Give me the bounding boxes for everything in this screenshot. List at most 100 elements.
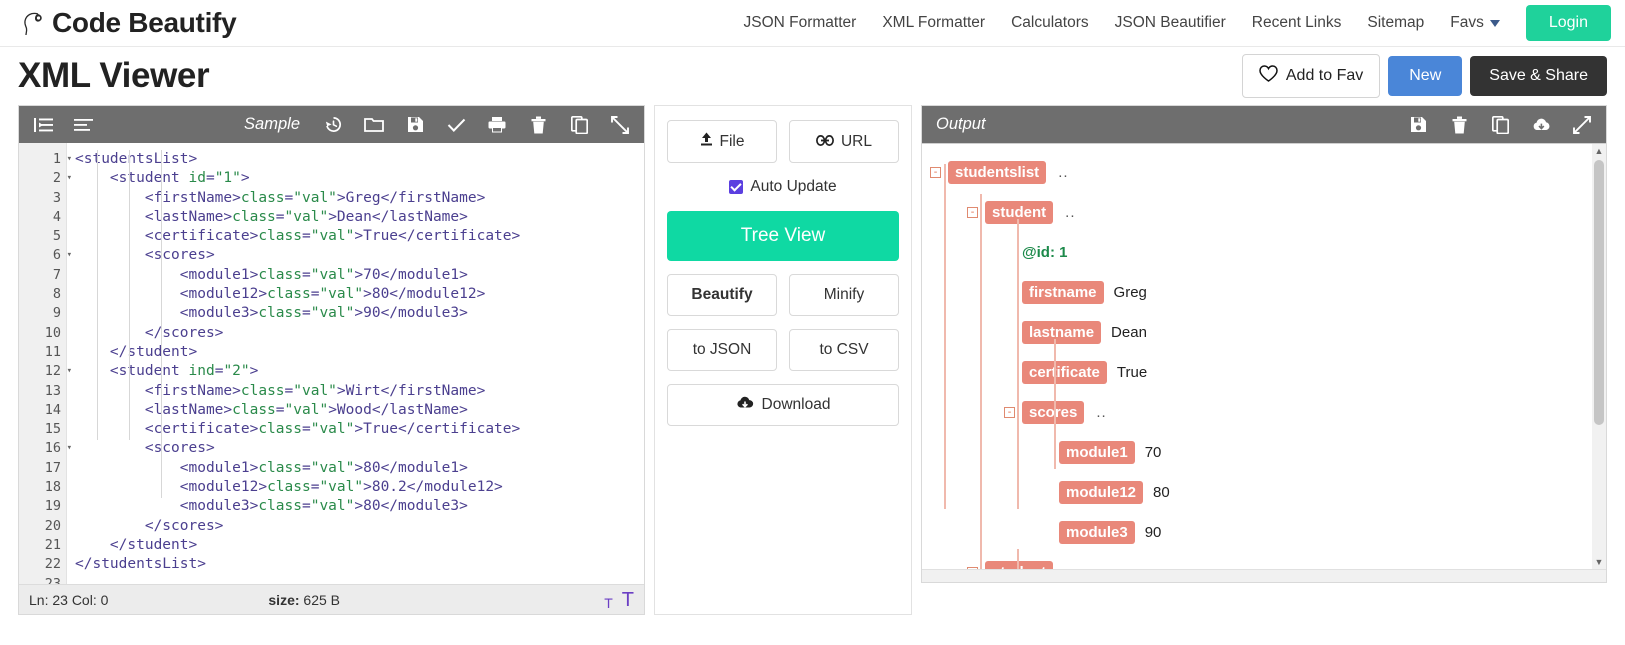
horizontal-scrollbar[interactable] <box>922 569 1606 582</box>
code-line: <certificate>class="val">True</certifica… <box>75 228 521 245</box>
load-file-button[interactable]: File <box>667 120 777 163</box>
brand-logo[interactable]: Code Beautify <box>18 7 237 39</box>
tree-node-name[interactable]: scores <box>1022 400 1085 424</box>
code-line: <certificate>class="val">True</certifica… <box>75 421 521 438</box>
nav-dropdown-favs[interactable]: Favs <box>1450 14 1500 32</box>
trash-icon[interactable] <box>1449 115 1469 135</box>
tree-node-name[interactable]: module3 <box>1059 520 1135 544</box>
copy-icon[interactable] <box>1490 115 1510 135</box>
to-json-button[interactable]: to JSON <box>667 329 777 371</box>
size-value: 625 B <box>303 591 340 608</box>
save-and-share-button[interactable]: Save & Share <box>1470 56 1607 96</box>
add-to-fav-button[interactable]: Add to Fav <box>1241 54 1381 98</box>
to-csv-button[interactable]: to CSV <box>789 329 899 371</box>
code-line: <student id="1"> <box>75 170 250 187</box>
tree-node-value: True <box>1116 363 1148 381</box>
minify-button[interactable]: Minify <box>789 274 899 316</box>
save-icon[interactable] <box>1408 115 1428 135</box>
increase-font-icon[interactable]: T <box>621 588 634 611</box>
size-label: size: <box>268 591 300 608</box>
fold-toggle-icon[interactable]: ▾ <box>66 173 72 184</box>
indent-icon[interactable] <box>33 115 53 135</box>
print-icon[interactable] <box>487 115 507 135</box>
sample-link[interactable]: Sample <box>244 115 300 133</box>
tree-node-name[interactable]: module12 <box>1059 480 1144 504</box>
line-number: 23 <box>44 575 61 584</box>
nav-link-json-beautifier[interactable]: JSON Beautifier <box>1114 14 1226 31</box>
collapse-toggle-icon[interactable]: - <box>1004 406 1015 418</box>
beautify-button[interactable]: Beautify <box>667 274 777 316</box>
tree-node-value: 80 <box>1153 483 1170 501</box>
load-file-label: File <box>719 132 745 150</box>
tree-node-name[interactable]: firstname <box>1022 280 1104 304</box>
align-left-icon[interactable] <box>73 115 93 135</box>
tree-node-name[interactable]: student <box>985 560 1054 569</box>
expand-icon[interactable] <box>610 115 630 135</box>
auto-update-toggle[interactable]: Auto Update <box>667 176 899 198</box>
nav-link-json-formatter[interactable]: JSON Formatter <box>743 14 857 31</box>
cloud-download-icon[interactable] <box>1531 115 1551 135</box>
line-number: 9 <box>52 305 61 322</box>
tree-connector-line <box>980 194 982 539</box>
line-number: 18 <box>44 479 61 496</box>
tree-node-name[interactable]: studentslist <box>948 160 1047 184</box>
scroll-up-arrow[interactable]: ▲ <box>1594 146 1604 156</box>
nav-link-recent-links[interactable]: Recent Links <box>1251 14 1342 31</box>
output-toolbar: Output <box>922 106 1606 143</box>
tree-node-name[interactable]: certificate <box>1022 360 1107 384</box>
tree-node-name[interactable]: module1 <box>1059 440 1135 464</box>
copy-icon[interactable] <box>569 115 589 135</box>
code-content[interactable]: <studentsList> <student id="1"> <firstNa… <box>67 143 644 584</box>
line-number: 12▾ <box>19 362 72 381</box>
code-line: <studentsList> <box>75 151 198 167</box>
save-icon[interactable] <box>405 115 425 135</box>
output-panel: Output <box>921 105 1607 583</box>
load-url-button[interactable]: URL <box>789 120 899 163</box>
page-title-row: XML Viewer Add to Fav New Save & Share <box>0 47 1625 105</box>
fold-toggle-icon[interactable]: ▾ <box>66 366 72 377</box>
auto-update-label: Auto Update <box>750 178 837 195</box>
tree-node-name[interactable]: lastname <box>1022 320 1102 344</box>
check-icon[interactable] <box>446 115 466 135</box>
trash-icon[interactable] <box>528 115 548 135</box>
tree-node: -scores.. <box>930 392 1592 432</box>
collapse-toggle-icon[interactable]: - <box>930 166 941 178</box>
tree-node: -student.. <box>930 192 1592 232</box>
line-number: 13 <box>44 382 61 399</box>
download-button[interactable]: Download <box>667 384 899 426</box>
tree-connector-line <box>944 164 946 509</box>
tree-node-name[interactable]: student <box>985 200 1054 224</box>
login-button[interactable]: Login <box>1525 5 1611 41</box>
scroll-down-arrow[interactable]: ▼ <box>1594 557 1604 567</box>
fold-toggle-icon[interactable]: ▾ <box>66 154 72 164</box>
line-number: 2▾ <box>19 169 72 188</box>
folder-open-icon[interactable] <box>364 115 384 135</box>
tree-view-button[interactable]: Tree View <box>667 211 899 261</box>
new-button[interactable]: New <box>1388 56 1463 96</box>
scroll-thumb[interactable] <box>1594 160 1604 425</box>
code-line: <module12>class="val">80.2</module12> <box>75 479 503 496</box>
indent-guide <box>129 150 130 440</box>
code-line: <module3>class="val">90</module3> <box>75 305 468 322</box>
history-icon[interactable] <box>323 115 343 135</box>
nav-link-calculators[interactable]: Calculators <box>1011 14 1089 31</box>
code-line: <module1>class="val">70</module1> <box>75 266 468 283</box>
xml-editor-panel: Sample <box>18 105 645 615</box>
code-line: <scores> <box>75 247 215 264</box>
expand-icon[interactable] <box>1572 115 1592 135</box>
line-number: 10 <box>44 324 61 341</box>
vertical-scrollbar[interactable]: ▲ ▼ <box>1592 144 1606 569</box>
fold-toggle-icon[interactable]: ▾ <box>66 443 72 454</box>
collapse-toggle-icon[interactable]: - <box>967 566 978 569</box>
auto-update-checkbox[interactable] <box>729 180 744 194</box>
code-line: <firstName>class="val">Wirt</firstName> <box>75 382 486 399</box>
fold-toggle-icon[interactable]: ▾ <box>66 250 72 261</box>
collapse-toggle-icon[interactable]: - <box>967 206 978 218</box>
nav-link-sitemap[interactable]: Sitemap <box>1367 14 1425 31</box>
tree-node-ellipsis: .. <box>1096 403 1107 421</box>
decrease-font-icon[interactable]: T <box>604 594 613 611</box>
nav-link-xml-formatter[interactable]: XML Formatter <box>882 14 986 31</box>
